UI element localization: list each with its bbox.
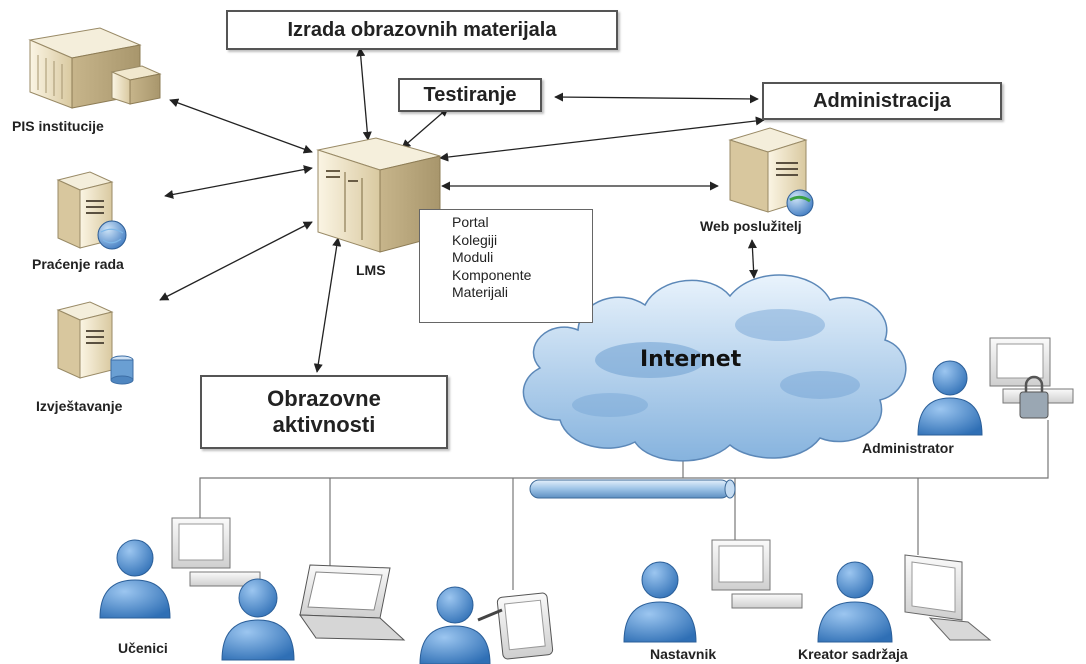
ucenici-label: Učenici: [118, 640, 168, 656]
administrator-label: Administrator: [862, 440, 954, 456]
kreator-person-icon: [817, 561, 893, 643]
nastavnik-person-icon: [623, 561, 697, 643]
ucenik-desktop-icon: [171, 517, 261, 587]
testiranje-box: Testiranje: [398, 78, 542, 112]
pis-label: PIS institucije: [12, 118, 104, 134]
lms-item: Materijali: [452, 284, 509, 300]
izvjestavanje-server-icon: [56, 301, 134, 385]
pis-building-icon: [28, 27, 162, 109]
ucenik-person-icon-3: [419, 586, 491, 664]
nastavnik-desktop-icon: [711, 539, 803, 609]
network-bus-icon: [529, 479, 736, 499]
administrator-person-icon: [917, 360, 983, 436]
obrazovne-line1: Obrazovne: [267, 386, 381, 411]
nastavnik-label: Nastavnik: [650, 646, 717, 662]
web-label: Web poslužitelj: [700, 218, 802, 234]
kreator-label: Kreator sadržaja: [798, 646, 908, 662]
internet-label: Internet: [640, 347, 742, 372]
ucenik-laptop-icon: [299, 564, 406, 641]
lms-item: Moduli: [452, 249, 494, 265]
internet-cloud-icon: [522, 274, 907, 462]
izrada-box: Izrada obrazovnih materijala: [226, 10, 618, 50]
kreator-monitor-icon: [904, 554, 992, 641]
pracenje-label: Praćenje rada: [32, 256, 124, 272]
pracenje-server-icon: [56, 171, 127, 250]
izvjestavanje-label: Izvještavanje: [36, 398, 123, 414]
obrazovne-line2: aktivnosti: [272, 412, 376, 437]
administrator-workstation-icon: [989, 337, 1074, 419]
ucenik-person-icon-1: [99, 539, 171, 619]
ucenik-tablet-icon: [477, 592, 554, 660]
lms-items-list: Portal Kolegiji Moduli Komponente Materi…: [419, 209, 593, 323]
connector-arrows: [159, 47, 765, 373]
lms-item: Kolegiji: [452, 231, 498, 248]
ucenik-person-icon-2: [221, 578, 295, 661]
web-server-icon: [728, 127, 814, 217]
lms-item: Portal: [452, 214, 489, 230]
obrazovne-aktivnosti-box: Obrazovne aktivnosti: [200, 375, 448, 449]
administracija-box: Administracija: [762, 82, 1002, 120]
lms-label: LMS: [356, 262, 386, 278]
lms-item: Komponente: [452, 266, 532, 283]
